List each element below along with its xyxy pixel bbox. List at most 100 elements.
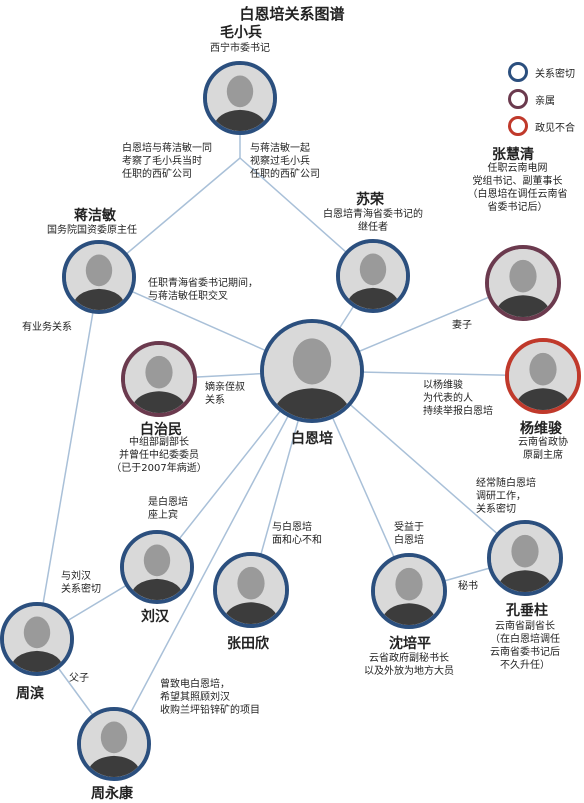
desc-shen-peiping-line: 以及外放为地方大员: [364, 666, 454, 677]
desc-bai-zhimin: 中组部副部长并曾任中纪委委员 （已于2007年病逝）: [109, 436, 209, 475]
desc-kong-chuizhu-line: 云南省副省长: [495, 621, 555, 632]
node-liu-han: [120, 530, 194, 604]
desc-zhang-huiqing-line: 省委书记后）: [487, 202, 548, 213]
label-liu-zhoubin-line: 关系密切: [61, 584, 101, 595]
node-zhang-huiqing: [485, 245, 561, 321]
label-yang-bai-line: 持续举报白恩培: [423, 406, 493, 417]
portrait-silhouette: [340, 243, 406, 309]
label-zhouyk-bai-line: 曾致电白恩培，: [160, 679, 230, 690]
desc-bai-zhimin-line: （已于2007年病逝）: [111, 463, 207, 474]
label-kong-bai-line: 关系密切: [476, 504, 516, 515]
desc-zhang-huiqing-line: 党组书记、副董事长: [472, 176, 563, 187]
node-shen-peiping: [371, 553, 447, 629]
label-yang-bai-line: 以杨维骏: [423, 380, 463, 391]
node-mao-xiaobing: [203, 61, 277, 135]
label-zhangtx-bai-line: 与白恩培: [272, 522, 312, 533]
label-mao-jiang: 与蒋洁敏一起视察过毛小兵任职的西矿公司: [250, 142, 320, 181]
desc-bai-zhimin-line: 并曾任中纪委委员: [119, 450, 199, 461]
label-mao-jiang-line: 任职的西矿公司: [250, 169, 320, 180]
diagram-title: 白恩培关系图谱: [239, 5, 345, 23]
node-zhou-bin: [0, 602, 74, 676]
desc-yang-weijun: 云南省政协原副主席: [505, 436, 581, 462]
desc-jiang-jiemin: 国务院国资委原主任: [47, 224, 137, 237]
desc-su-rong: 白恩培青海省委书记的继任者: [313, 208, 433, 234]
node-bai-enpei: [260, 319, 364, 423]
label-liu-bai-line: 是白恩培: [148, 497, 188, 508]
desc-bai-zhimin-line: 中组部副部长: [129, 437, 189, 448]
desc-su-rong-line: 继任者: [358, 222, 388, 233]
label-zhouyk-bai-line: 收购兰坪铅锌矿的项目: [160, 705, 260, 716]
name-shen-peiping: 沈培平: [389, 636, 431, 652]
name-bai-enpei: 白恩培: [291, 431, 333, 447]
node-kong-chuizhu: [487, 520, 563, 596]
label-kong-bai: 经常随白恩培调研工作，关系密切: [476, 477, 536, 516]
label-liu-zhoubin: 与刘汉关系密切: [61, 570, 101, 596]
portrait-silhouette: [491, 524, 559, 592]
label-jiang-bai: 任职青海省委书记期间，与蒋洁敏任职交叉: [148, 277, 258, 303]
name-bai-zhimin: 白治民: [140, 422, 182, 438]
desc-mao-xiaobing-line: 西宁市委书记: [210, 43, 270, 54]
name-liu-han: 刘汉: [141, 609, 169, 625]
legend-ring-opposed: [508, 116, 528, 136]
portrait-silhouette: [489, 249, 557, 317]
desc-shen-peiping-line: 云省政府副秘书长: [369, 653, 449, 664]
node-su-rong: [336, 239, 410, 313]
label-jiang-bai-line: 与蒋洁敏任职交叉: [148, 291, 228, 302]
node-bai-zhimin: [121, 341, 197, 417]
desc-su-rong-line: 白恩培青海省委书记的: [323, 209, 423, 220]
label-zhouyk-bai: 曾致电白恩培， 希望其照顾刘汉收购兰坪铅锌矿的项目: [160, 678, 260, 717]
portrait-silhouette: [124, 534, 190, 600]
portrait-silhouette: [375, 557, 443, 625]
label-zhang-bai-line: 妻子: [452, 320, 472, 331]
label-zhang-bai: 妻子: [452, 319, 472, 332]
name-jiang-jiemin: 蒋洁敏: [74, 208, 116, 224]
desc-kong-chuizhu: 云南省副省长（在白恩培调任云南省委书记后不久升任）: [470, 620, 580, 672]
label-shen-kong: 秘书: [458, 580, 478, 593]
portrait-silhouette: [125, 345, 193, 413]
label-zhouyk-bai-line: 希望其照顾刘汉: [160, 692, 230, 703]
desc-kong-chuizhu-line: 不久升任）: [500, 660, 550, 671]
desc-yang-weijun-line: 原副主席: [523, 450, 563, 461]
desc-mao-xiaobing: 西宁市委书记: [190, 42, 290, 55]
node-jiang-jiemin: [62, 240, 136, 314]
label-mao-bai: 白恩培与蒋洁敏一同考察了毛小兵当时任职的西矿公司: [122, 142, 212, 181]
label-mao-jiang-line: 视察过毛小兵: [250, 156, 310, 167]
label-liu-zhoubin-line: 与刘汉: [61, 571, 91, 582]
edge-zhouyk-bai: [113, 370, 313, 745]
desc-zhang-huiqing-line: （白恩培在调任云南省: [467, 189, 568, 200]
name-mao-xiaobing: 毛小兵: [220, 25, 262, 41]
portrait-silhouette: [509, 342, 577, 410]
edge-jiang-zhoubin: [36, 276, 100, 640]
desc-zhang-huiqing-line: 任职云南电网: [487, 163, 548, 174]
label-jiang-zhoubin: 有业务关系: [22, 321, 72, 334]
name-zhou-bin: 周滨: [16, 686, 44, 702]
desc-jiang-jiemin-line: 国务院国资委原主任: [47, 225, 137, 236]
label-baizm-bai-line: 关系: [205, 395, 225, 406]
label-shen-bai-line: 受益于: [394, 522, 424, 533]
label-yang-bai: 以杨维骏为代表的人持续举报白恩培: [423, 379, 493, 418]
name-zhou-yongkang: 周永康: [91, 786, 133, 802]
label-zhoubin-zhouyk: 父子: [69, 672, 89, 685]
desc-yang-weijun-line: 云南省政协: [518, 437, 568, 448]
label-kong-bai-line: 调研工作，: [476, 491, 526, 502]
portrait-silhouette: [66, 244, 132, 310]
label-baizm-bai: 嫡亲侄叔关系: [205, 381, 245, 407]
label-zhangtx-bai: 与白恩培面和心不和: [272, 521, 322, 547]
desc-kong-chuizhu-line: 云南省委书记后: [490, 647, 560, 658]
desc-zhang-huiqing: 任职云南电网党组书记、副董事长 （白恩培在调任云南省省委书记后）: [455, 162, 580, 214]
portrait-silhouette: [4, 606, 70, 672]
label-mao-bai-line: 白恩培与蒋洁敏一同: [122, 143, 212, 154]
desc-shen-peiping: 云省政府副秘书长以及外放为地方大员: [354, 652, 464, 678]
portrait-silhouette: [81, 711, 147, 777]
label-shen-kong-line: 秘书: [458, 581, 478, 592]
label-baizm-bai-line: 嫡亲侄叔: [205, 382, 245, 393]
node-zhang-tianxin: [213, 552, 289, 628]
portrait-silhouette: [264, 323, 360, 419]
name-kong-chuizhu: 孔垂柱: [506, 603, 548, 619]
label-shen-bai-line: 白恩培: [394, 535, 424, 546]
label-zhangtx-bai-line: 面和心不和: [272, 535, 322, 546]
node-zhou-yongkang: [77, 707, 151, 781]
label-mao-bai-line: 考察了毛小兵当时: [122, 156, 202, 167]
legend-label-opposed: 政见不合: [535, 123, 575, 134]
label-mao-jiang-line: 与蒋洁敏一起: [250, 143, 310, 154]
